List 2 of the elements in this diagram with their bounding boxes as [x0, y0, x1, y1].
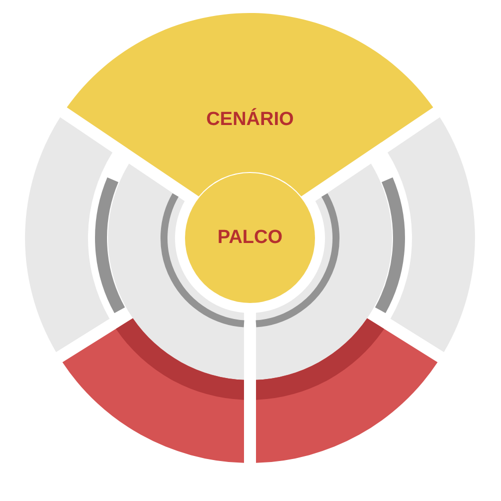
- section-label: PALCO: [217, 227, 283, 249]
- section-label: CENÁRIO: [206, 109, 294, 132]
